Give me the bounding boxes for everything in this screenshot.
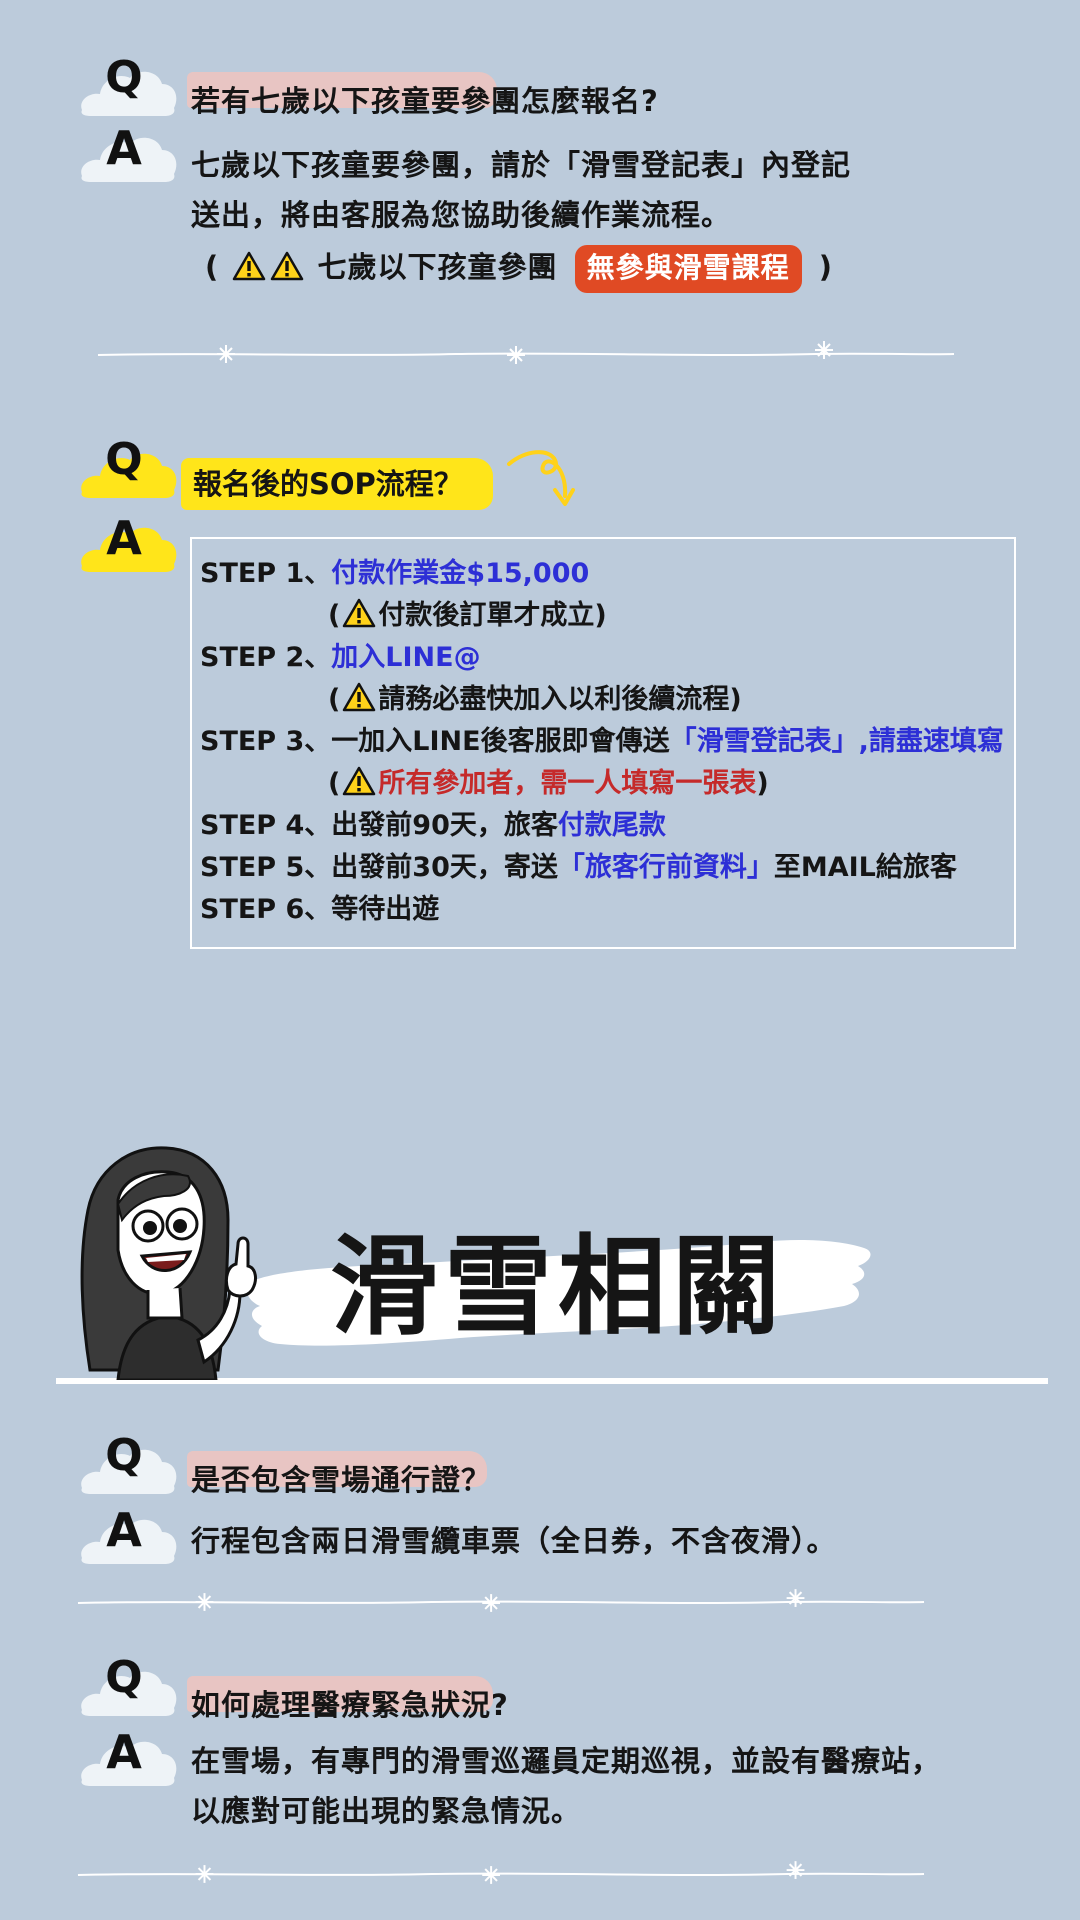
paren-open: ( [205,250,220,284]
step-label: STEP 3、 [200,726,332,757]
q-letter: Q [105,1652,142,1703]
warning-icon [342,766,376,796]
question-kids: 若有七歲以下孩童要參團怎麼報名? [187,72,659,120]
curly-arrow-icon [507,450,575,506]
step-1-note: ( 付款後訂單才成立) [200,595,1014,637]
paren-open: ( [328,768,341,799]
step-text: 一加入LINE後客服即會傳送 [331,726,670,757]
answer-line: 行程包含兩日滑雪纜車票（全日券，不含夜滑）。 [191,1524,837,1558]
step-1: STEP 1、付款作業金$15,000 [200,553,1014,595]
step-2-note: ( 請務必盡快加入以利後續流程) [200,679,1014,721]
a-badge: A [76,1722,180,1788]
step-3-note: ( 所有參加者，需一人填寫一張表) [200,763,1014,805]
step-text: 等待出遊 [331,894,440,925]
answer-note: ( 七歲以下孩童參團 無參與滑雪課程 ) [191,242,851,293]
cloud-icon: A [76,511,180,574]
cloud-icon: A [76,1503,180,1566]
question-lift-pass: 是否包含雪場通行證？ [187,1451,492,1499]
q-letter: Q [105,1430,142,1481]
paren-open: ( [328,600,341,631]
answer-kids: 七歲以下孩童要參團，請於「滑雪登記表」內登記 送出，將由客服為您協助後續作業流程… [191,140,851,293]
section-divider-line [56,1378,1048,1384]
step-text: 出發前30天，寄送 [331,852,558,883]
snowflake-divider [76,1588,926,1618]
note-text: 七歲以下孩童參團 [317,250,558,284]
step-6: STEP 6、等待出遊 [200,889,1014,931]
cloud-icon: A [76,1725,180,1788]
no-ski-lesson-badge: 無參與滑雪課程 [574,245,802,293]
q-badge: Q [76,52,180,118]
q-letter: Q [105,52,142,103]
cloud-icon: Q [76,1430,180,1496]
step-text: 至MAIL給旅客 [773,852,957,883]
paren-close: ) [818,250,833,284]
q-badge: Q [76,1430,180,1496]
step-label: STEP 6、 [200,894,332,925]
step-4: STEP 4、出發前90天，旅客付款尾款 [200,805,1014,847]
step-text: 出發前90天，旅客 [331,810,558,841]
step-label: STEP 4、 [200,810,332,841]
sop-steps-box: STEP 1、付款作業金$15,000 ( 付款後訂單才成立) STEP 2、加入… [190,537,1016,949]
cloud-icon: A [76,121,180,184]
warning-icon [270,251,304,281]
a-badge: A [76,118,180,184]
step-3: STEP 3、一加入LINE後客服即會傳送「滑雪登記表」,請盡速填寫 [200,721,1014,763]
paren-close: ) [756,768,769,799]
answer-line: 七歲以下孩童要參團，請於「滑雪登記表」內登記 [191,148,852,182]
snowflake-icon [76,1588,926,1618]
step-note: 付款後訂單才成立) [378,600,607,631]
cloud-icon: Q [76,52,180,118]
question-text: 若有七歲以下孩童要參團怎麼報名? [191,84,659,118]
paren-open: ( [328,684,341,715]
a-letter: A [106,511,142,565]
step-highlight: 付款尾款 [557,810,666,841]
section-title: 滑雪相關 [330,1225,787,1350]
snowflake-divider [76,1860,926,1890]
sop-title: 報名後的SOP流程？ [181,458,493,510]
a-badge: A [76,508,180,574]
answer-line: 以應對可能出現的緊急情況。 [191,1794,582,1828]
cloud-icon: Q [76,1652,180,1718]
answer-line: 送出，將由客服為您協助後續作業流程。 [191,198,732,232]
question-medical: 如何處理醫療緊急狀況? [187,1676,509,1724]
answer-medical: 在雪場，有專門的滑雪巡邏員定期巡視，並設有醫療站， 以應對可能出現的緊急情況。 [191,1736,941,1836]
snowflake-icon [76,1860,926,1890]
step-label: STEP 5、 [200,852,332,883]
step-label: STEP 1、 [200,558,332,589]
a-badge: A [76,1500,180,1566]
warning-icon [342,598,376,628]
q-badge: Q [76,434,180,500]
question-text: 如何處理醫療緊急狀況? [191,1688,509,1722]
warning-icon [342,682,376,712]
step-text: 加入LINE@ [331,642,481,673]
answer-lift-pass: 行程包含兩日滑雪纜車票（全日券，不含夜滑）。 [191,1516,837,1566]
q-badge: Q [76,1652,180,1718]
question-text: 是否包含雪場通行證？ [191,1463,492,1497]
cartoon-girl-pointing-illustration [78,1140,258,1380]
answer-line: 在雪場，有專門的滑雪巡邏員定期巡視，並設有醫療站， [191,1744,942,1778]
step-note: 請務必盡快加入以利後續流程) [378,684,742,715]
a-letter: A [106,121,142,175]
q-letter: Q [105,434,142,485]
snowflake-icon [96,340,956,370]
brush-stroke-decoration [240,1222,880,1354]
step-2: STEP 2、加入LINE@ [200,637,1014,679]
step-highlight: 「旅客行前資料」 [557,852,774,883]
snowflake-divider [96,340,956,370]
step-text: 付款作業金$15,000 [331,558,590,589]
warning-icon [232,251,266,281]
step-5: STEP 5、出發前30天，寄送「旅客行前資料」至MAIL給旅客 [200,847,1014,889]
cloud-icon: Q [76,434,180,500]
a-letter: A [106,1725,142,1779]
step-note-red: 所有參加者，需一人填寫一張表 [378,768,757,799]
a-letter: A [106,1503,142,1557]
step-highlight: 「滑雪登記表」,請盡速填寫 [669,726,1004,757]
step-label: STEP 2、 [200,642,332,673]
